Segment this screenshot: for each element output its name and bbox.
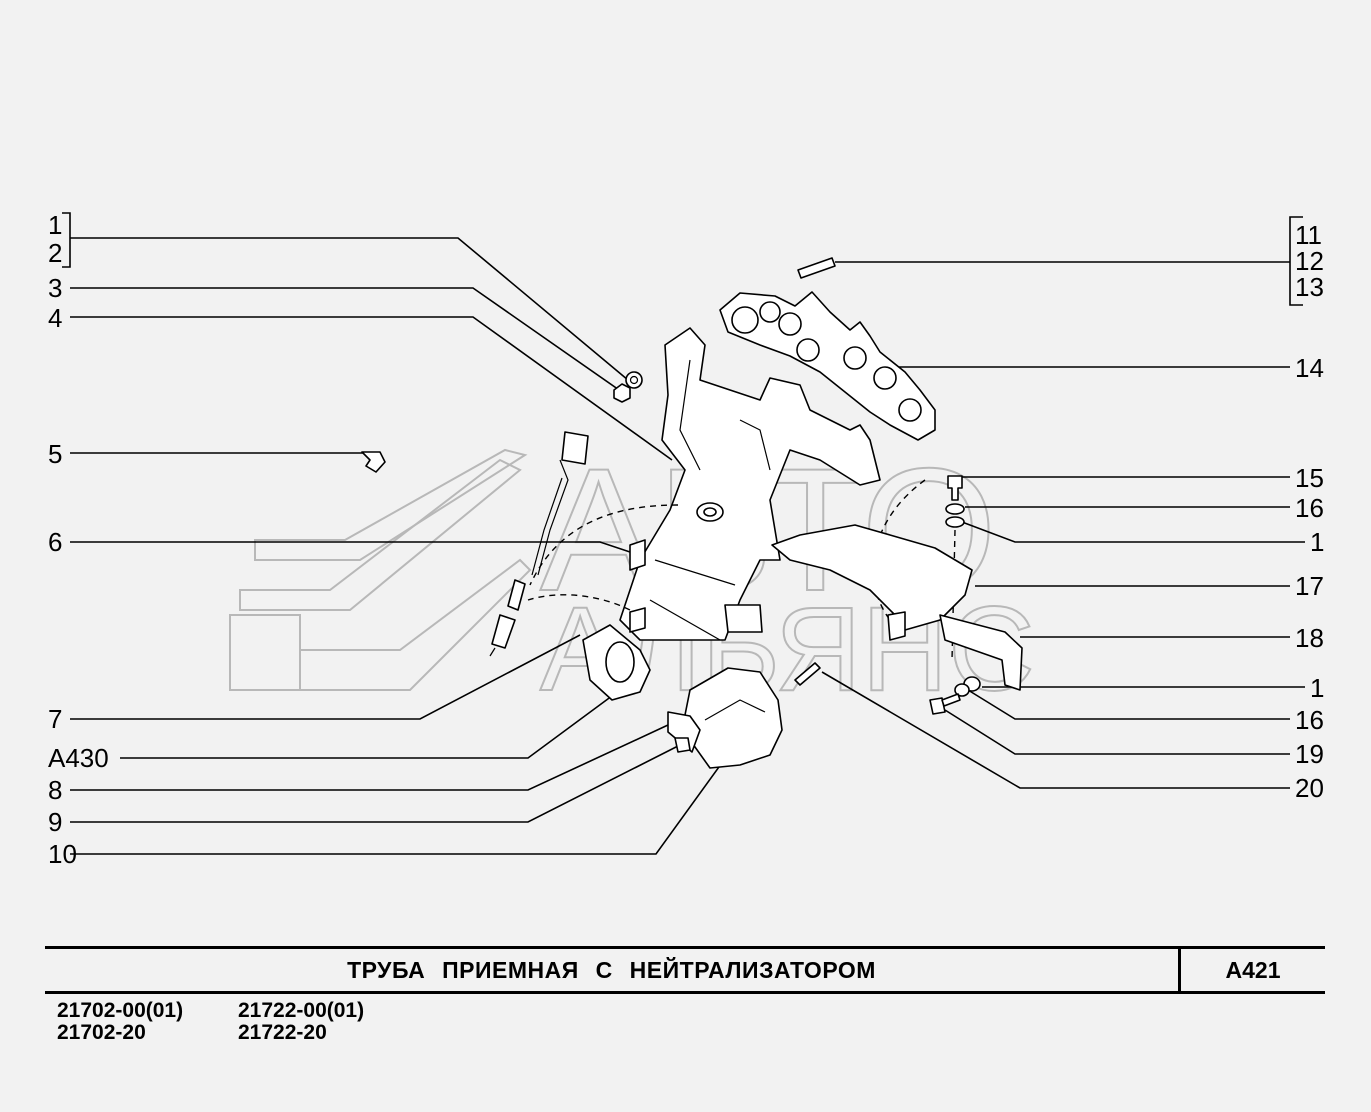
callout-9: 9 — [48, 807, 62, 837]
callout-13: 13 — [1295, 272, 1324, 302]
bolts-washers-right — [929, 475, 981, 715]
connector-10 — [667, 667, 783, 769]
bracket-18 — [939, 614, 1023, 691]
callout-1c: 1 — [1310, 673, 1324, 703]
callout-16b: 16 — [1295, 705, 1324, 735]
callout-3: 3 — [48, 273, 62, 303]
model-col1-line1: 21702-00(01) — [57, 999, 184, 1022]
callout-4: 4 — [48, 303, 62, 333]
bracket-1-2 — [62, 212, 71, 268]
callout-1b: 1 — [1310, 527, 1324, 557]
callout-6: 6 — [48, 527, 62, 557]
callout-2: 2 — [48, 238, 62, 268]
leader-lines — [70, 237, 1305, 855]
callout-5: 5 — [48, 439, 62, 469]
stud-11-13 — [797, 257, 836, 279]
nut-washer-1-3 — [613, 371, 643, 403]
callout-20: 20 — [1295, 773, 1324, 803]
callout-8: 8 — [48, 775, 62, 805]
callout-12: 12 — [1295, 246, 1324, 276]
title-divider — [1178, 949, 1181, 991]
callout-7: 7 — [48, 704, 62, 734]
callout-17: 17 — [1295, 571, 1324, 601]
bracket-11-13 — [1289, 216, 1303, 306]
model-col2-line2: 21722-20 — [238, 1021, 327, 1044]
callout-19: 19 — [1295, 739, 1324, 769]
heat-shield-17 — [771, 524, 973, 641]
clip-5 — [361, 451, 386, 473]
callout-11: 11 — [1295, 220, 1322, 250]
page-title: ТРУБА ПРИЕМНАЯ С НЕЙТРАЛИЗАТОРОМ — [347, 957, 876, 983]
callout-a430: A430 — [48, 743, 109, 773]
model-col1-line2: 21702-20 — [57, 1021, 146, 1044]
exhaust-manifold-assembly — [619, 327, 881, 641]
flange-gasket-7 — [582, 624, 651, 701]
callout-18: 18 — [1295, 623, 1324, 653]
callout-1: 1 — [48, 210, 62, 240]
model-col2-line1: 21722-00(01) — [238, 999, 365, 1022]
manifold-gasket — [719, 291, 936, 441]
title-bar: ТРУБА ПРИЕМНАЯ С НЕЙТРАЛИЗАТОРОМ A421 — [45, 946, 1325, 994]
page-code: A421 — [1225, 957, 1281, 983]
callout-14: 14 — [1295, 353, 1324, 383]
oxygen-sensor-6 — [489, 431, 589, 657]
callout-15: 15 — [1295, 463, 1324, 493]
callout-16a: 16 — [1295, 493, 1324, 523]
stud-20 — [794, 662, 821, 686]
dashed-paths — [527, 479, 956, 661]
